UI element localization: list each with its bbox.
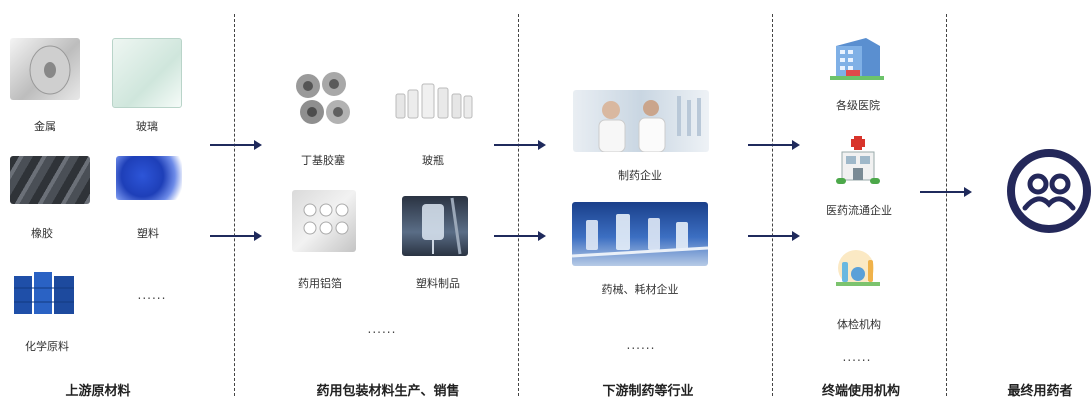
pharma-company-label: 制药企业: [618, 169, 662, 182]
divider-1: [234, 14, 235, 396]
pharma-distribution-label: 医药流通企业: [826, 204, 892, 217]
metal-image: [10, 38, 80, 100]
rubber-stopper-label: 丁基胶塞: [301, 154, 345, 167]
aluminum-foil-image: [292, 190, 356, 252]
glass-vial-label: 玻瓶: [422, 154, 444, 167]
arrow-2a: [494, 140, 546, 150]
rubber-image: [10, 156, 90, 204]
glass-vial-image: [392, 76, 474, 122]
arrow-1b: [210, 231, 262, 241]
rubber-stopper-image: [290, 68, 356, 134]
metal-label: 金属: [34, 120, 56, 133]
glass-image: [112, 38, 182, 108]
stage-end-user-title: 最终用药者: [1007, 384, 1073, 399]
divider-3: [772, 14, 773, 396]
device-company-image: [572, 202, 708, 266]
stage-upstream-title: 上游原材料: [65, 384, 131, 399]
hospital-label: 各级医院: [836, 99, 880, 112]
end-user-icon: [1005, 146, 1092, 236]
arrow-4: [920, 187, 972, 197]
aluminum-foil-label: 药用铝箔: [298, 277, 342, 290]
rubber-label: 橡胶: [31, 227, 53, 240]
pharma-distribution-icon: [834, 136, 882, 186]
stage-terminal-title: 终端使用机构: [821, 384, 900, 399]
stage-packaging-title: 药用包装材料生产、销售: [316, 384, 460, 399]
hospital-building-icon: [826, 34, 886, 82]
stage-downstream-title: 下游制药等行业: [602, 384, 694, 399]
health-checkup-label: 体检机构: [837, 318, 881, 331]
plastic-image: [116, 156, 182, 200]
arrow-3b: [748, 231, 800, 241]
downstream-more: ......: [626, 338, 656, 352]
terminal-more: ......: [842, 350, 872, 364]
plastic-products-label: 塑料制品: [416, 277, 460, 290]
divider-4: [946, 14, 947, 396]
arrow-3a: [748, 140, 800, 150]
health-checkup-icon: [830, 248, 888, 292]
pharma-company-image: [573, 90, 709, 152]
plastic-products-image: [402, 196, 468, 256]
chemical-image: [12, 268, 78, 318]
packaging-more: ......: [367, 322, 397, 336]
upstream-more: ......: [137, 288, 167, 302]
plastic-label: 塑料: [137, 227, 159, 240]
chemical-label: 化学原料: [25, 340, 69, 353]
device-company-label: 药械、耗材企业: [601, 283, 679, 296]
arrow-2b: [494, 231, 546, 241]
divider-2: [518, 14, 519, 396]
glass-label: 玻璃: [136, 120, 158, 133]
arrow-1a: [210, 140, 262, 150]
